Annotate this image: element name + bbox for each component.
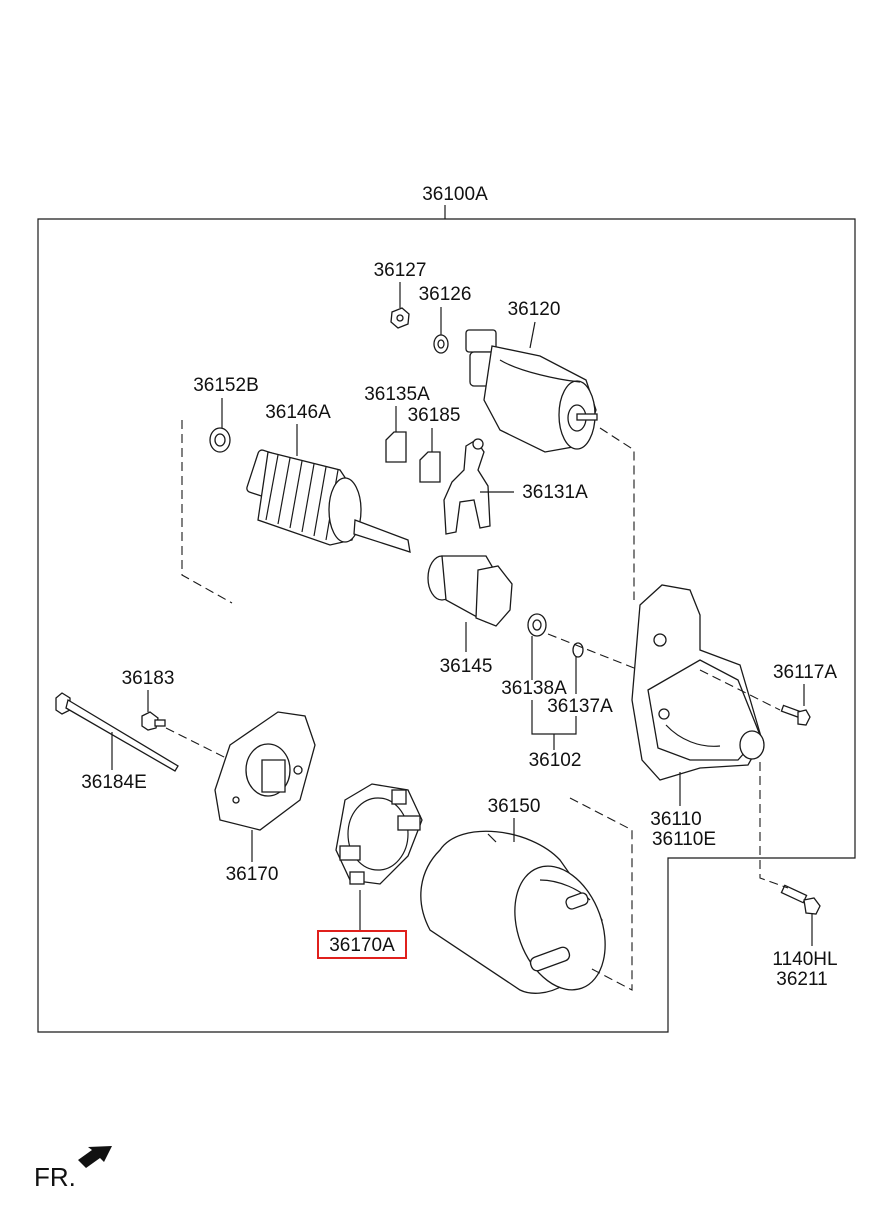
washer-36138A[interactable] [527, 613, 547, 637]
pinion-36145[interactable] [427, 555, 513, 627]
guide-line-yoke [569, 797, 633, 991]
assembly-boundary [37, 218, 856, 1033]
armature-36146A[interactable] [246, 449, 411, 553]
label-36152B[interactable]: 36152B [193, 375, 259, 396]
guide-line-armature [181, 420, 233, 604]
label-36137A[interactable]: 36137A [547, 696, 613, 717]
brush-holder-36170A[interactable] [335, 783, 423, 885]
yoke-36150[interactable] [420, 830, 622, 1002]
screw-36183[interactable] [141, 711, 166, 731]
plate-36135A[interactable] [385, 431, 407, 463]
label-36150[interactable]: 36150 [488, 796, 541, 817]
label-36102[interactable]: 36102 [529, 750, 582, 771]
label-36211[interactable]: 36211 [776, 969, 827, 990]
ring-36137A[interactable] [572, 642, 584, 658]
housing-36110[interactable] [631, 584, 765, 781]
label-36138A[interactable]: 36138A [501, 678, 567, 699]
end-plate-36170[interactable] [214, 711, 316, 831]
label-36117A[interactable]: 36117A [773, 662, 837, 683]
label-36183[interactable]: 36183 [122, 668, 175, 689]
label-36110[interactable]: 36110 [650, 809, 701, 830]
label-36135A[interactable]: 36135A [364, 384, 430, 405]
label-36100A[interactable]: 36100A [422, 184, 488, 205]
label-1140HL[interactable]: 1140HL [772, 949, 837, 970]
guide-line-solenoid-housing [599, 427, 635, 600]
leader-lines [111, 205, 813, 946]
front-direction-label: FR. [34, 1162, 76, 1192]
bolt-1140HL[interactable] [780, 884, 821, 915]
label-36184E[interactable]: 36184E [81, 772, 147, 793]
through-bolt-36184E[interactable] [55, 692, 179, 772]
label-36170A[interactable]: 36170A [329, 935, 395, 956]
bolt-36117A[interactable] [780, 704, 811, 726]
guide-line-washers [547, 633, 635, 669]
highlight-box-36170A [317, 930, 407, 959]
washer-36126[interactable] [433, 334, 449, 354]
label-36131A[interactable]: 36131A [522, 482, 588, 503]
front-direction-arrow-icon [78, 1146, 112, 1168]
guide-line-bolt-1140HL [759, 762, 789, 889]
label-36120[interactable]: 36120 [508, 299, 561, 320]
lever-36131A[interactable] [443, 438, 491, 535]
solenoid-36120[interactable] [465, 329, 598, 453]
plate-36185[interactable] [419, 451, 441, 483]
label-36127[interactable]: 36127 [374, 260, 427, 281]
guide-line-bolt-36117A [699, 669, 781, 711]
washer-36152B[interactable] [209, 427, 231, 453]
label-36145[interactable]: 36145 [440, 656, 493, 677]
label-36170[interactable]: 36170 [226, 864, 279, 885]
nut-36127[interactable] [390, 307, 410, 329]
label-36146A[interactable]: 36146A [265, 402, 331, 423]
label-36185[interactable]: 36185 [408, 405, 461, 426]
label-36110E[interactable]: 36110E [652, 829, 716, 850]
label-36126[interactable]: 36126 [419, 284, 472, 305]
guide-line-bolts [165, 727, 227, 759]
